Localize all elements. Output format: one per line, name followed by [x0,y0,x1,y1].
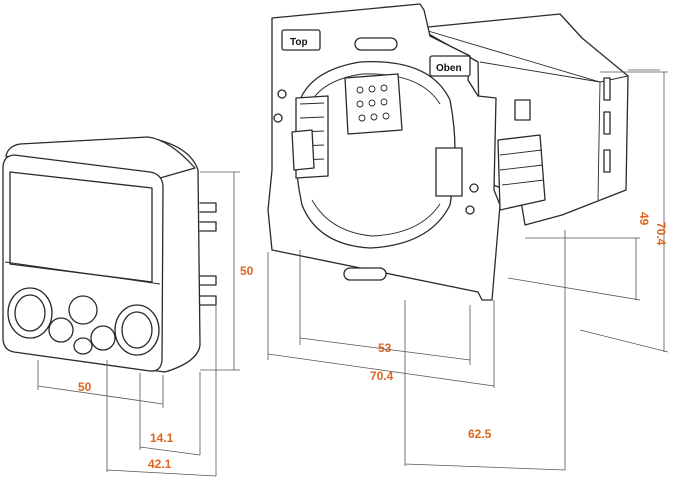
dim-insert-height-inner: 49 [637,212,651,226]
dim-insert-height: 70.4 [654,222,668,246]
oben-label: Oben [436,63,462,74]
oben-label-tab [429,55,471,77]
front-module [2,136,217,373]
top-slot [354,37,398,51]
front-buttons [7,287,160,356]
front-dimension-lines [37,171,240,477]
dim-insert-inner: 53 [378,341,392,355]
terminal-holes [356,84,390,122]
top-label: Top [290,37,308,48]
insert-module: Top Oben [267,3,629,301]
dim-insert-width: 70.4 [370,369,394,383]
dim-front-width: 50 [78,380,92,394]
dim-front-height: 50 [240,264,254,278]
top-label-tab [281,29,321,51]
dim-insert-depth: 62.5 [468,427,492,441]
dim-depth-total-front: 42.1 [148,457,172,471]
insert-dimension-lines [267,69,669,471]
dim-depth-front: 14.1 [150,431,174,445]
bottom-slot [343,267,387,281]
